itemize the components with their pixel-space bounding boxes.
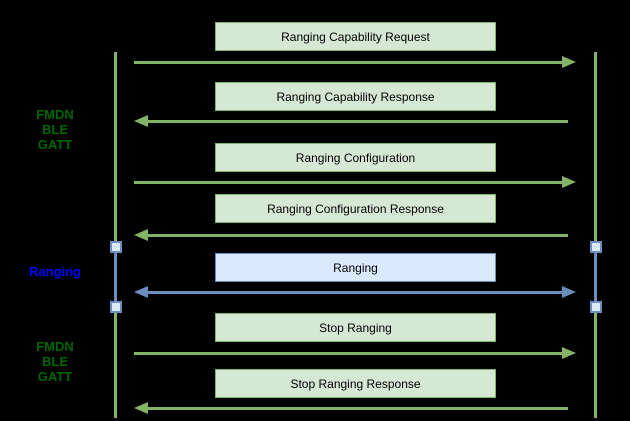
lifeline-left — [114, 52, 117, 418]
message-arrow-ranging — [134, 286, 576, 298]
message-box-ranging-capability-request: Ranging Capability Request — [215, 22, 496, 51]
message-box-stop-ranging: Stop Ranging — [215, 313, 496, 342]
arrow-line — [146, 119, 568, 123]
message-box-ranging-capability-response: Ranging Capability Response — [215, 82, 496, 111]
lifeline-right — [594, 52, 597, 418]
arrow-line — [146, 233, 568, 237]
arrowhead-right-icon — [562, 347, 576, 359]
message-arrow-stop-ranging — [134, 347, 576, 359]
arrowhead-right-icon — [562, 286, 576, 298]
arrowhead-right-icon — [562, 176, 576, 188]
section-label-fmdn-ble-gatt-bottom: FMDN BLE GATT — [36, 339, 74, 384]
message-box-ranging-configuration: Ranging Configuration — [215, 143, 496, 172]
arrowhead-left-icon — [134, 115, 148, 127]
arrowhead-right-icon — [562, 56, 576, 68]
arrowhead-left-icon — [134, 402, 148, 414]
arrow-line — [146, 290, 564, 294]
ranging-section-segment-right — [594, 247, 597, 308]
message-box-stop-ranging-response: Stop Ranging Response — [215, 369, 496, 398]
arrowhead-left-icon — [134, 229, 148, 241]
message-arrow-ranging-capability-request — [134, 56, 576, 68]
arrowhead-left-icon — [134, 286, 148, 298]
arrow-line — [134, 60, 564, 64]
ranging-handle-left-bottom — [110, 301, 122, 313]
message-arrow-ranging-configuration-response — [134, 229, 576, 241]
section-label-ranging: Ranging — [29, 264, 81, 279]
message-arrow-ranging-configuration — [134, 176, 576, 188]
arrow-line — [146, 406, 568, 410]
message-arrow-ranging-capability-response — [134, 115, 576, 127]
arrow-line — [134, 351, 564, 355]
ranging-handle-left-top — [110, 241, 122, 253]
ranging-handle-right-top — [590, 241, 602, 253]
section-label-fmdn-ble-gatt-top: FMDN BLE GATT — [36, 107, 74, 152]
message-box-ranging-configuration-response: Ranging Configuration Response — [215, 194, 496, 223]
ranging-section-segment-left — [114, 247, 117, 308]
message-box-ranging: Ranging — [215, 253, 496, 282]
message-arrow-stop-ranging-response — [134, 402, 576, 414]
ranging-handle-right-bottom — [590, 301, 602, 313]
arrow-line — [134, 180, 564, 184]
